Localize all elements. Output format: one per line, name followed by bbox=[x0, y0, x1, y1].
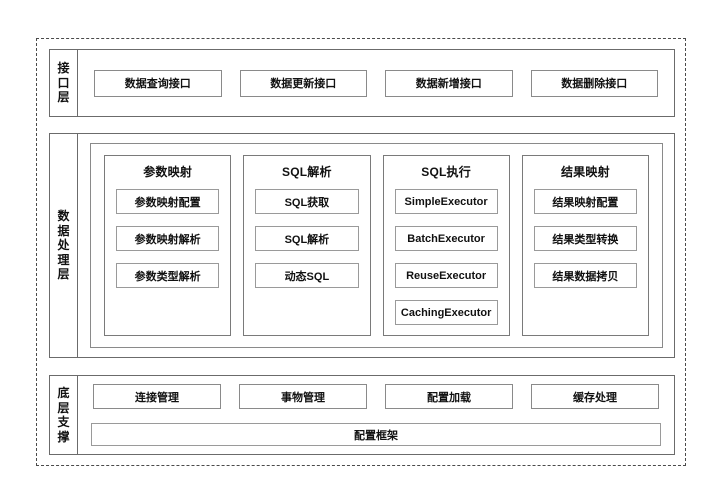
item-sql-fetch[interactable]: SQL获取 bbox=[255, 189, 359, 214]
interface-layer-body: 数据查询接口 数据更新接口 数据新增接口 数据删除接口 bbox=[78, 50, 674, 116]
group-parameter-mapping-items: 参数映射配置 参数映射解析 参数类型解析 bbox=[116, 189, 220, 288]
interface-item-insert[interactable]: 数据新增接口 bbox=[385, 69, 513, 97]
item-result-data-copy[interactable]: 结果数据拷贝 bbox=[533, 263, 637, 288]
group-sql-parsing-title: SQL解析 bbox=[282, 165, 332, 179]
item-reuse-executor[interactable]: ReuseExecutor bbox=[394, 263, 498, 288]
data-processing-group-row: 参数映射 参数映射配置 参数映射解析 参数类型解析 SQL解析 SQL获取 bbox=[104, 155, 649, 336]
data-processing-layer-body: 参数映射 参数映射配置 参数映射解析 参数类型解析 SQL解析 SQL获取 bbox=[78, 134, 674, 357]
data-processing-layer: 数据处理层 参数映射 参数映射配置 参数映射解析 参数类型解析 bbox=[49, 133, 675, 358]
item-caching-executor[interactable]: CachingExecutor bbox=[394, 300, 498, 325]
support-layer-label: 底层支撑 bbox=[57, 386, 70, 444]
support-layer-panel: 连接管理 事物管理 配置加载 缓存处理 配置框架 bbox=[89, 384, 663, 446]
support-item-transaction-management[interactable]: 事物管理 bbox=[239, 384, 367, 409]
data-processing-panel: 参数映射 参数映射配置 参数映射解析 参数类型解析 SQL解析 SQL获取 bbox=[90, 143, 663, 348]
interface-item-update[interactable]: 数据更新接口 bbox=[239, 69, 367, 97]
interface-layer-label-column: 接口层 bbox=[50, 50, 78, 116]
support-layer: 底层支撑 连接管理 事物管理 配置加载 缓存处理 配置框架 bbox=[49, 375, 675, 455]
item-sql-parse[interactable]: SQL解析 bbox=[255, 226, 359, 251]
interface-layer-label: 接口层 bbox=[57, 61, 70, 105]
group-sql-execution: SQL执行 SimpleExecutor BatchExecutor Reuse… bbox=[382, 155, 510, 336]
interface-item-delete[interactable]: 数据删除接口 bbox=[530, 69, 658, 97]
group-sql-execution-title: SQL执行 bbox=[421, 165, 471, 179]
group-sql-parsing: SQL解析 SQL获取 SQL解析 动态SQL bbox=[243, 155, 371, 336]
interface-layer-item-row: 数据查询接口 数据更新接口 数据新增接口 数据删除接口 bbox=[78, 69, 674, 97]
item-result-mapping-config[interactable]: 结果映射配置 bbox=[533, 189, 637, 214]
support-layer-item-row: 连接管理 事物管理 配置加载 缓存处理 bbox=[89, 384, 663, 409]
item-batch-executor[interactable]: BatchExecutor bbox=[394, 226, 498, 251]
interface-item-query[interactable]: 数据查询接口 bbox=[94, 69, 222, 97]
support-layer-body: 连接管理 事物管理 配置加载 缓存处理 配置框架 bbox=[78, 376, 674, 454]
support-item-connection-management[interactable]: 连接管理 bbox=[93, 384, 221, 409]
group-parameter-mapping-title: 参数映射 bbox=[143, 165, 193, 179]
group-sql-parsing-items: SQL获取 SQL解析 动态SQL bbox=[255, 189, 359, 288]
data-processing-layer-label-column: 数据处理层 bbox=[50, 134, 78, 357]
group-result-mapping: 结果映射 结果映射配置 结果类型转换 结果数据拷贝 bbox=[521, 155, 649, 336]
group-result-mapping-items: 结果映射配置 结果类型转换 结果数据拷贝 bbox=[533, 189, 637, 288]
support-layer-label-column: 底层支撑 bbox=[50, 376, 78, 454]
data-processing-layer-label: 数据处理层 bbox=[57, 209, 70, 282]
item-simple-executor[interactable]: SimpleExecutor bbox=[394, 189, 498, 214]
interface-layer: 接口层 数据查询接口 数据更新接口 数据新增接口 数据删除接口 bbox=[49, 49, 675, 117]
group-result-mapping-title: 结果映射 bbox=[560, 165, 610, 179]
support-item-config-framework[interactable]: 配置框架 bbox=[91, 423, 661, 446]
item-parameter-mapping-config[interactable]: 参数映射配置 bbox=[116, 189, 220, 214]
item-result-type-conversion[interactable]: 结果类型转换 bbox=[533, 226, 637, 251]
group-sql-execution-items: SimpleExecutor BatchExecutor ReuseExecut… bbox=[394, 189, 498, 325]
architecture-outer-container: 接口层 数据查询接口 数据更新接口 数据新增接口 数据删除接口 数据处理层 bbox=[36, 38, 686, 466]
item-dynamic-sql[interactable]: 动态SQL bbox=[255, 263, 359, 288]
support-item-config-loading[interactable]: 配置加载 bbox=[385, 384, 513, 409]
support-item-cache-processing[interactable]: 缓存处理 bbox=[531, 384, 659, 409]
group-parameter-mapping: 参数映射 参数映射配置 参数映射解析 参数类型解析 bbox=[104, 155, 232, 336]
item-parameter-mapping-parse[interactable]: 参数映射解析 bbox=[116, 226, 220, 251]
item-parameter-type-parse[interactable]: 参数类型解析 bbox=[116, 263, 220, 288]
